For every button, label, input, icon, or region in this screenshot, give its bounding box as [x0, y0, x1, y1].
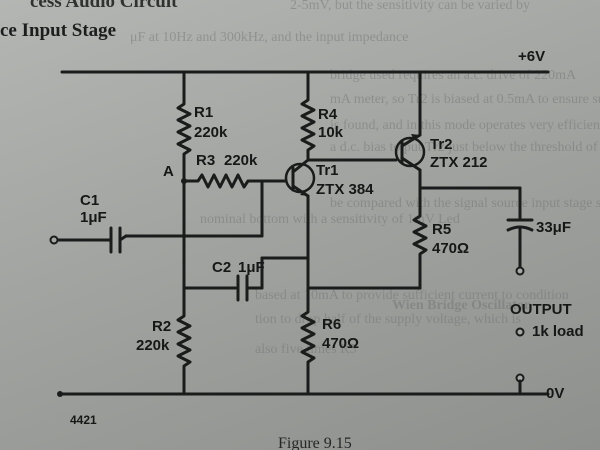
ground-terminal	[57, 391, 63, 397]
tr2-emitter-arrow	[411, 134, 420, 140]
r3-resistor	[182, 173, 264, 189]
bg-text-line: 2-5mV, but the sensitivity can be varied…	[290, 0, 531, 13]
r5-ref-label: R5	[432, 221, 451, 238]
node-a-label: A	[163, 163, 174, 180]
bg-text-line: tion to drop half of the supply voltage,…	[255, 312, 521, 327]
r4-ref-label: R4	[318, 106, 338, 123]
r3-value-label: 220k	[224, 152, 258, 169]
r4-resistor	[300, 70, 316, 160]
ground-rail-label: 0V	[546, 385, 564, 402]
r5-value-label: 470Ω	[432, 240, 469, 257]
previous-section-heading: cess Audio Circuit	[30, 0, 178, 12]
tr1-collector	[291, 158, 310, 174]
tr1-ref-label: Tr1	[316, 162, 339, 179]
bg-text-line: be compared with the signal source input…	[330, 196, 600, 211]
bg-text-line: nominal bottom with a sensitivity of 1mV…	[200, 212, 460, 227]
positive-rail-label: +6V	[518, 48, 545, 65]
bg-text-line: mA meter, so Tr2 is biased at 0.5mA to e…	[330, 92, 600, 107]
input-terminal	[49, 235, 59, 245]
c1-lead	[118, 234, 128, 242]
tr2-type-label: ZTX 212	[430, 154, 488, 171]
r1-value-label: 220k	[194, 124, 228, 141]
r6-value-label: 470Ω	[322, 335, 359, 352]
r1-resistor	[176, 70, 192, 174]
tr2-transistor	[394, 136, 426, 168]
r2-value-label: 220k	[136, 337, 170, 354]
section-heading: ce Input Stage	[0, 20, 117, 41]
bg-text-line: Wien Bridge Oscillator	[392, 298, 531, 313]
c1-ref-label: C1	[80, 192, 99, 209]
bg-text-line: is found, and in this mode operates very…	[330, 118, 600, 133]
tr2-ref-label: Tr2	[430, 136, 453, 153]
r5-resistor	[412, 210, 428, 264]
c3-terminal	[515, 266, 525, 276]
output-load-label: 1k load	[532, 323, 584, 340]
tr1-type-label: ZTX 384	[316, 181, 374, 198]
r2-resistor	[176, 286, 192, 396]
r4-value-label: 10k	[318, 124, 344, 141]
r1-ref-label: R1	[194, 104, 213, 121]
r6-ref-label: R6	[322, 316, 341, 333]
bg-text-line: based at 10mA to provide sufficient curr…	[255, 288, 569, 303]
figure-caption: Figure 9.15	[278, 435, 352, 450]
tr2-collector	[400, 156, 422, 172]
c3-value-label: 33μF	[536, 219, 571, 236]
output-label: OUTPUT	[510, 301, 572, 318]
r2-ref-label: R2	[152, 318, 171, 335]
c1-value-label: 1μF	[80, 209, 107, 226]
tr1-emitter-arrow	[300, 190, 308, 196]
r3-ref-label: R3	[196, 152, 215, 169]
bg-text-line: μF at 10Hz and 300kHz, and the input imp…	[130, 30, 409, 45]
figure-number-label: 4421	[70, 413, 97, 427]
c2-value-label: 1μF	[238, 259, 265, 276]
r6-resistor	[300, 286, 316, 396]
c2-ref-label: C2	[212, 259, 231, 276]
output-terminal	[515, 327, 525, 337]
